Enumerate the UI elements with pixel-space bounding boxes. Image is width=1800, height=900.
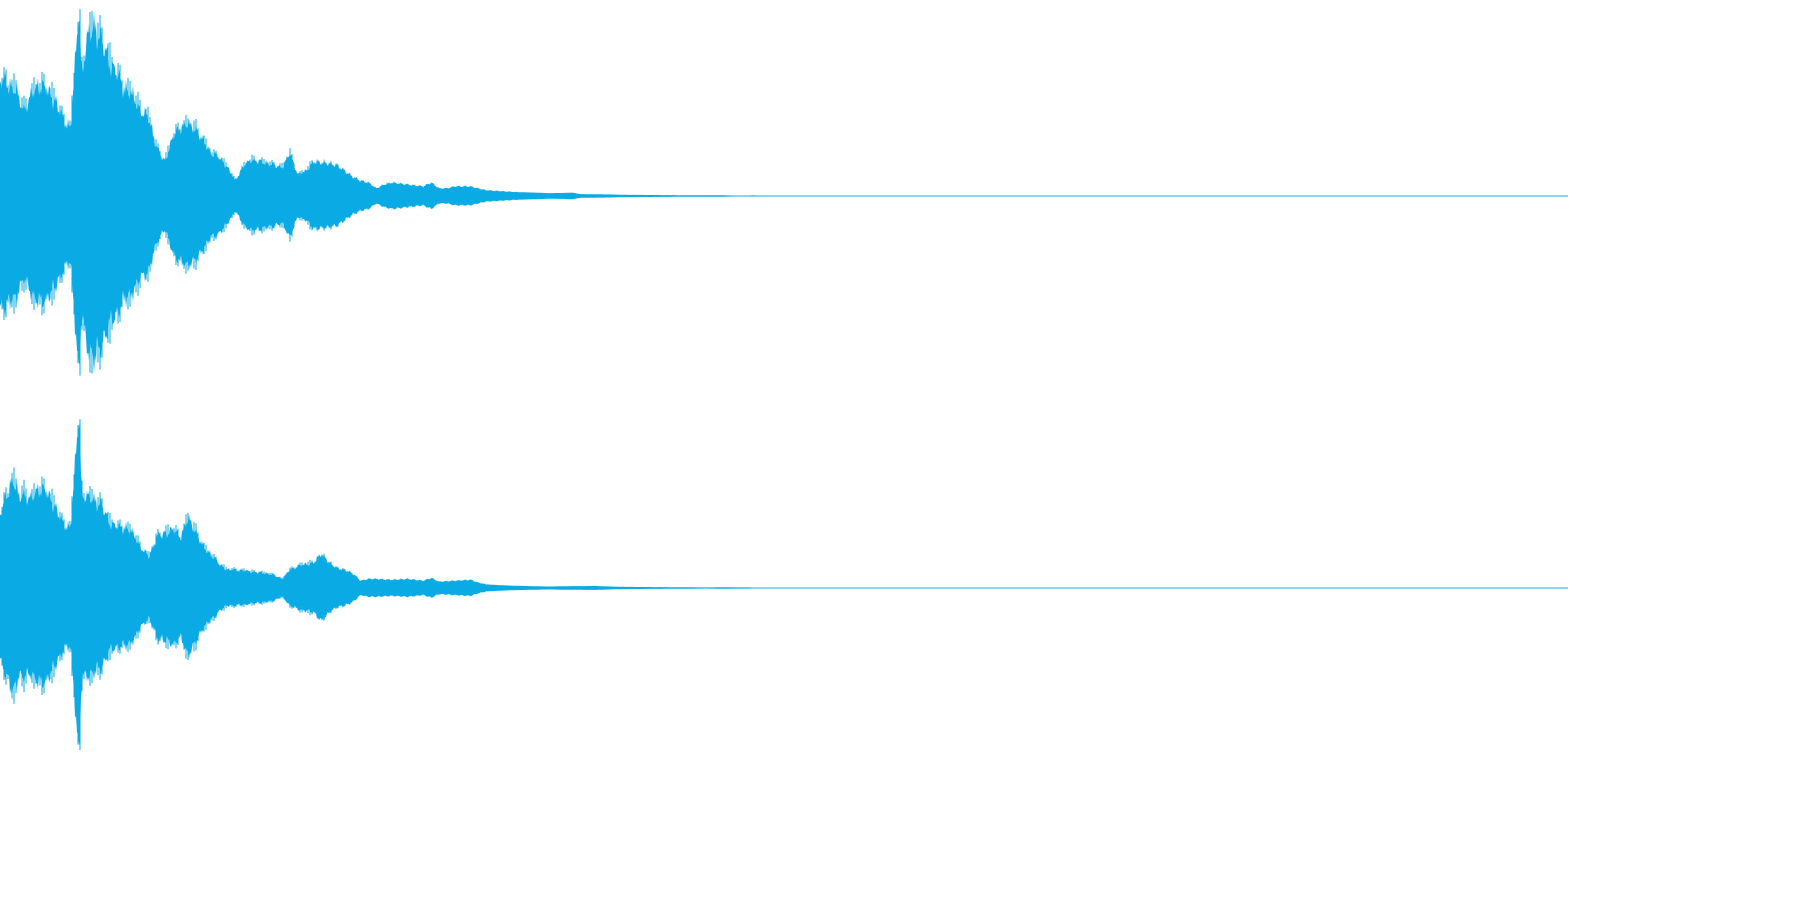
- waveform-channel-2: [0, 419, 1568, 750]
- waveform-envelope: [0, 11, 1568, 374]
- audio-waveform: [0, 9, 1568, 750]
- waveform-channel-1: [0, 9, 1568, 376]
- waveform-envelope: [0, 423, 1568, 746]
